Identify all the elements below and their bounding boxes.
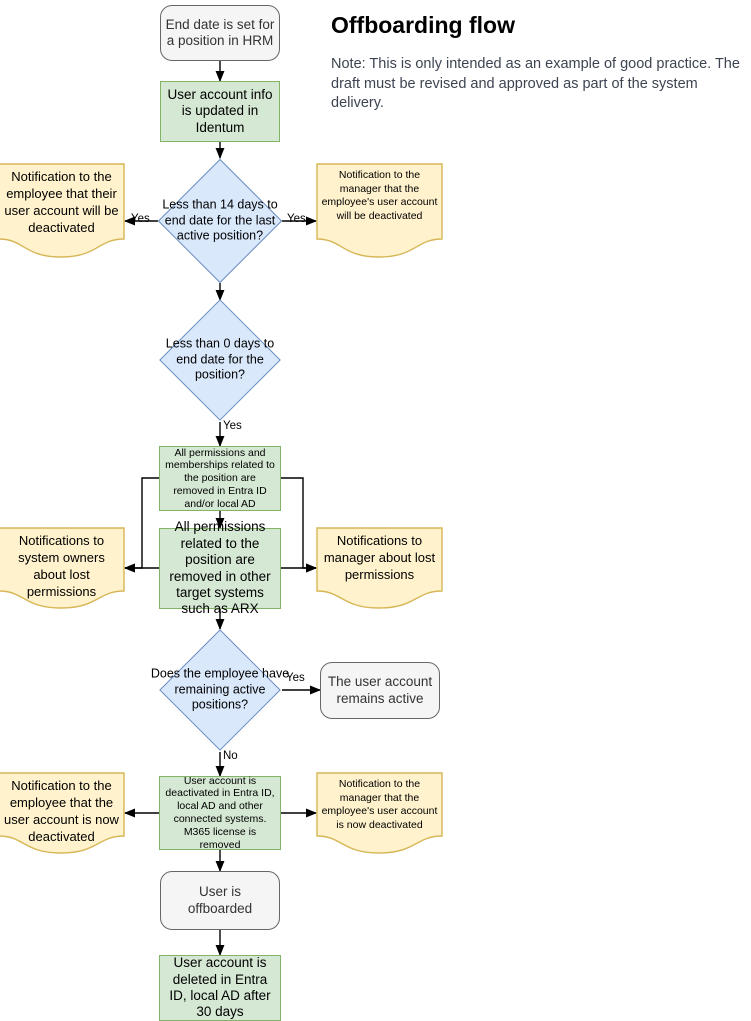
note-manager-now-deactivated: Notification to the manager that the emp… bbox=[316, 772, 443, 854]
node-account-deleted-label: User account is deleted in Entra ID, loc… bbox=[169, 955, 271, 1020]
node-account-remains-active-label: The user account remains active bbox=[327, 674, 433, 706]
note-shape bbox=[316, 527, 443, 609]
node-decision-remaining-label: Does the employee have remaining active … bbox=[150, 666, 290, 712]
node-remove-other-systems-label: All permissions related to the position … bbox=[169, 519, 271, 617]
edge-label-yes-left-14: Yes bbox=[131, 213, 150, 225]
page-note: Note: This is only intended as an exampl… bbox=[331, 56, 740, 112]
node-remove-other-systems: All permissions related to the position … bbox=[159, 519, 281, 616]
node-decision-0days-label: Less than 0 days to end date for the pos… bbox=[165, 336, 275, 382]
note-employee-now-deactivated-label: Notification to the employee that the us… bbox=[4, 778, 119, 844]
note-employee-now-deactivated: Notification to the employee that the us… bbox=[0, 772, 125, 854]
node-deactivate-account: User account is deactivated in Entra ID,… bbox=[159, 774, 281, 851]
edge-entra-to-managerlost bbox=[281, 477, 318, 573]
node-deactivate-account-label: User account is deactivated in Entra ID,… bbox=[165, 774, 275, 851]
node-account-deleted: User account is deleted in Entra ID, loc… bbox=[159, 955, 281, 1021]
note-employee-will-deactivate-label: Notification to the employee that their … bbox=[4, 169, 119, 235]
node-start-label: End date is set for a position in HRM bbox=[165, 16, 275, 48]
note-manager-now-deactivated-label: Notification to the manager that the emp… bbox=[321, 778, 438, 831]
node-account-remains-active: The user account remains active bbox=[320, 662, 440, 719]
note-shape bbox=[316, 772, 443, 854]
node-user-offboarded-label: User is offboarded bbox=[187, 884, 253, 916]
note-manager-lost: Notifications to manager about lost perm… bbox=[316, 527, 443, 609]
node-remove-entra-ad: All permissions and memberships related … bbox=[159, 446, 281, 511]
note-manager-lost-label: Notifications to manager about lost perm… bbox=[323, 533, 436, 582]
note-shape bbox=[0, 527, 125, 609]
node-user-offboarded: User is offboarded bbox=[160, 871, 280, 930]
node-start: End date is set for a position in HRM bbox=[160, 5, 280, 61]
note-employee-will-deactivate: Notification to the employee that their … bbox=[0, 163, 125, 258]
note-manager-will-deactivate: Notification to the manager that the emp… bbox=[316, 163, 443, 258]
note-system-owners-label: Notifications to system owners about los… bbox=[18, 533, 105, 599]
node-decision-remaining: Does the employee have remaining active … bbox=[151, 629, 289, 751]
edge-entra-to-sysowners bbox=[123, 477, 159, 573]
edge-label-yes-remaining: Yes bbox=[286, 672, 305, 684]
node-update-identum-label: User account info is updated in Identum bbox=[167, 86, 273, 135]
note-system-owners: Notifications to system owners about los… bbox=[0, 527, 125, 609]
node-update-identum: User account info is updated in Identum bbox=[160, 81, 280, 142]
page-title: Offboarding flow bbox=[331, 12, 515, 38]
note-shape bbox=[316, 163, 443, 258]
edge-label-yes-right-14: Yes bbox=[287, 213, 306, 225]
node-remove-entra-ad-label: All permissions and memberships related … bbox=[165, 446, 275, 510]
node-decision-14days: Less than 14 days to end date for the la… bbox=[157, 158, 283, 284]
note-shape bbox=[0, 772, 125, 854]
node-decision-0days: Less than 0 days to end date for the pos… bbox=[159, 299, 281, 421]
note-shape bbox=[0, 163, 125, 258]
note-manager-will-deactivate-label: Notification to the manager that the emp… bbox=[321, 169, 438, 222]
edge-label-no-remaining: No bbox=[223, 750, 238, 762]
node-decision-14days-label: Less than 14 days to end date for the la… bbox=[162, 197, 278, 243]
edge-label-yes-0days: Yes bbox=[223, 420, 242, 432]
